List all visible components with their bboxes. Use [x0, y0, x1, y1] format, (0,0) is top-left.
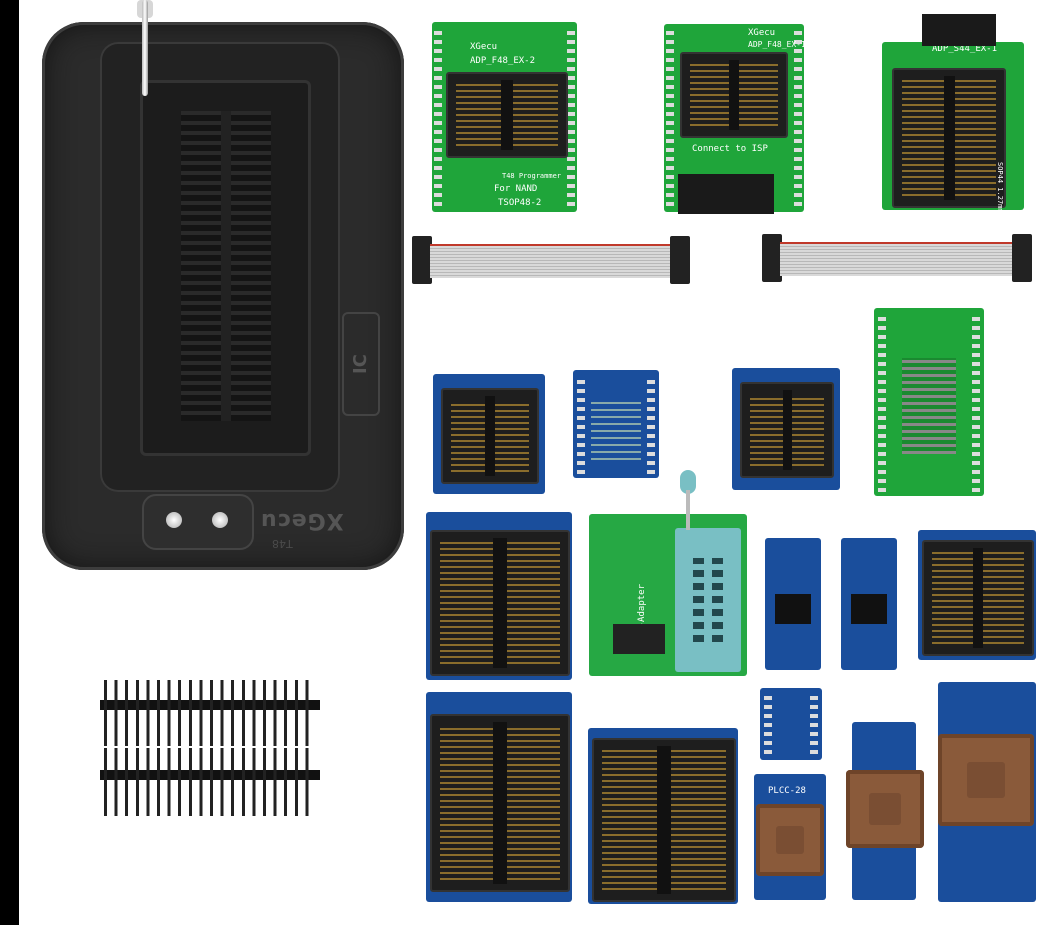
model-label: T48: [272, 537, 293, 550]
zif-lever-handle: [680, 470, 696, 494]
zif-socket-48pin: [140, 80, 311, 456]
adapter-msop-ssop: [573, 370, 659, 478]
status-leds: [142, 494, 254, 550]
adapter-1-8v: 1.8V-Adapter: [589, 514, 747, 676]
adapter-sop20-socket: [426, 512, 572, 680]
adapter-sop8-dip8-b: [841, 538, 897, 670]
adapter-sop8-socket-2: [732, 368, 840, 490]
adapter-plcc44: [938, 682, 1036, 902]
adapter-sop24-socket: [588, 728, 738, 904]
adapter-sop8-dip8-small: [760, 688, 822, 760]
isp-header: [678, 174, 774, 214]
ic-orientation-label: IC: [342, 312, 380, 416]
ic-chip: [613, 624, 665, 654]
t48-programmer: IC XGecu T48: [42, 22, 404, 570]
cable-connector: [762, 234, 782, 282]
zif-socket-blue: [675, 528, 741, 672]
power-led-icon: [166, 512, 182, 528]
adapter-sop28-tssop28: [874, 308, 984, 496]
adapter-plcc32: [846, 722, 924, 900]
adapter-adp-f48-ex2: XGecu ADP_F48_EX-2 T48 Programmer For NA…: [432, 22, 577, 212]
adapter-sop8-dip8-a: [765, 538, 821, 670]
busy-led-icon: [212, 512, 228, 528]
brand-logo: XGecu: [260, 508, 344, 533]
zif-lever: [142, 0, 148, 96]
cable-connector: [1012, 234, 1032, 282]
adapter-adp-s44-ex1: ADP_S44_EX-1 SOP44 1.27mm: [882, 42, 1024, 213]
adapter-sop16-socket: [918, 530, 1036, 660]
ribbon-cable-1: [430, 244, 670, 278]
adapter-sop8-socket-1: [433, 374, 545, 494]
adapter-plcc28: PLCC-28: [754, 774, 826, 900]
adapter-sop28-socket: [426, 692, 572, 902]
cable-connector: [412, 236, 432, 284]
left-black-border: [0, 0, 19, 925]
isp-header-s44: [922, 14, 996, 46]
ribbon-cable-2: [780, 242, 1012, 276]
adapter-adp-f48-ex1: XGecu ADP_F48_EX-1 Connect to ISP: [664, 24, 806, 214]
cable-connector: [670, 236, 690, 284]
